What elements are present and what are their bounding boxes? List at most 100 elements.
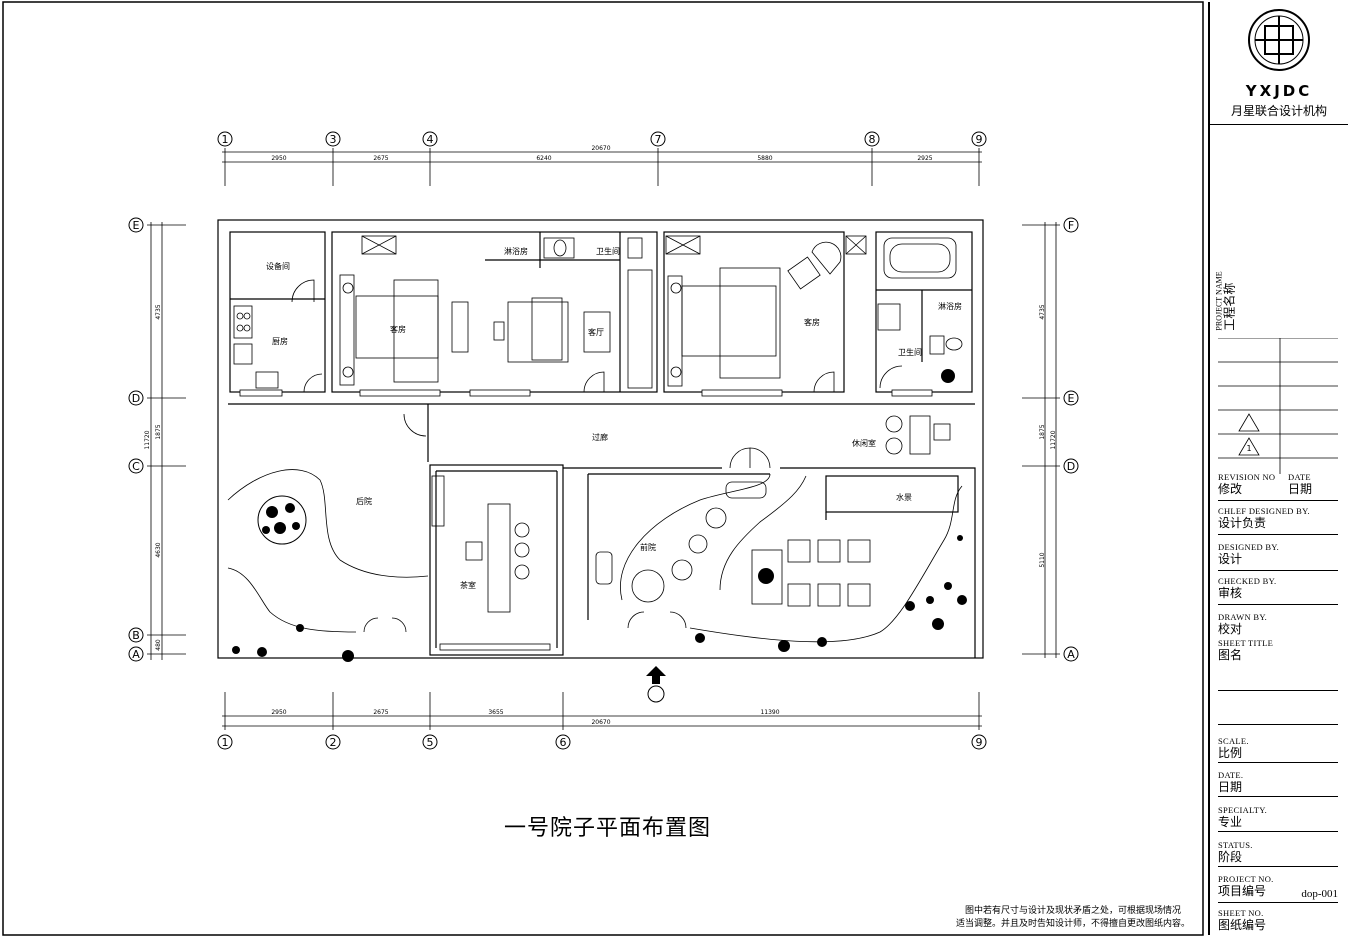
axis-label: F [1068,219,1074,232]
top-dimension-line [222,148,982,186]
designed-en: DESIGNED BY. [1218,542,1280,552]
bottom-dimension-line [222,692,982,730]
room-label: 茶室 [460,580,476,590]
right-dimensions: 4735 1875 5110 11720 [1039,304,1057,567]
date2-en: DATE. [1218,770,1244,780]
specialty-en: SPECIALTY. [1218,805,1268,815]
dimension-text: 20670 [591,145,610,152]
doors [291,279,903,633]
dimension-text: 2675 [373,155,388,162]
axis-label: 3 [330,133,337,146]
axis-label: 8 [869,133,876,146]
top-axis-bubbles: 1 3 4 7 8 9 [217,131,987,147]
axis-label: 1 [222,133,229,146]
room-label: 卫生间 [898,347,922,357]
checked-en: CHECKED BY. [1218,576,1277,586]
left-dimensions: 4735 1875 4630 480 11720 [144,304,162,651]
room-label: 淋浴房 [504,246,528,256]
sheet-no-en: SHEET NO. [1218,908,1264,918]
project-no-en: PROJECT NO. [1218,874,1274,884]
walls [217,219,984,659]
dimension-text: 6240 [536,155,551,162]
vegetation [232,369,967,662]
sheet-title-zh: 图名 [1218,648,1243,662]
sheet-no-zh: 图纸编号 [1218,918,1267,932]
drawing-title: 一号院子平面布置图 [504,816,712,841]
room-label: 卫生间 [596,246,620,256]
axis-label: 7 [655,133,662,146]
dimension-text: 11720 [1050,430,1057,449]
designed-zh: 设计 [1218,552,1243,566]
status-zh: 阶段 [1218,850,1243,864]
checked-field: CHECKED BY. 审核 [1218,576,1338,605]
status-field: STATUS. 阶段 [1218,840,1338,867]
room-label: 淋浴房 [938,301,962,311]
project-name-zh: 工程名称 [1222,282,1237,331]
right-axis-bubbles: F E D A [1063,217,1079,662]
scale-en: SCALE. [1218,736,1249,746]
checked-zh: 审核 [1218,586,1243,600]
project-name-field: PROJECT NAME 工程名称 [1215,270,1246,338]
specialty-zh: 专业 [1218,815,1243,829]
sheet-no-field: SHEET NO. 图纸编号 [1218,908,1338,932]
left-axis-bubbles: E D C B A [128,217,144,662]
drawn-en: DRAWN BY. [1218,612,1268,622]
left-dimension-line [147,222,186,660]
drawing-note: 图中若有尺寸与设计及现状矛盾之处，可根据现场情况 适当调整。并且及时告知设计师，… [948,905,1198,931]
room-label: 设备间 [266,261,290,271]
room-label: 水景 [896,492,912,502]
date2-zh: 日期 [1218,780,1243,794]
dimension-text: 480 [155,639,162,651]
note-line: 图中若有尺寸与设计及现状矛盾之处，可根据现场情况 [964,906,1181,916]
furniture [227,235,963,643]
room-label: 过廊 [592,432,608,442]
dimension-text: 2925 [917,155,932,162]
project-no-zh: 项目编号 [1218,884,1267,898]
dimension-text: 4630 [155,542,162,557]
bottom-axis-bubbles: 1 2 5 6 9 [217,734,987,750]
axis-label: 9 [976,736,983,749]
axis-label: 5 [427,736,434,749]
date-en: DATE [1288,472,1311,482]
right-dimension-line [1022,222,1060,658]
axis-label: D [1067,460,1075,473]
revision-en: REVISION NO [1218,472,1276,482]
dimension-text: 20670 [591,719,610,726]
dimension-text: 2950 [271,155,286,162]
title-block: YXJDC 月星联合设计机构 PROJECT NAME 工程名称 1 REVIS… [1208,2,1348,935]
revision-field: REVISION NO 修改 DATE 日期 [1218,472,1338,501]
revision-zh: 修改 [1218,482,1243,496]
axis-label: 1 [222,736,229,749]
date-zh: 日期 [1288,482,1313,496]
scale-zh: 比例 [1218,746,1243,760]
project-no-value: dop-001 [1301,888,1338,900]
dimension-text: 1875 [155,424,162,439]
dimension-text: 1875 [1039,424,1046,439]
axis-label: 2 [330,736,337,749]
axis-label: D [132,392,140,405]
room-labels: 设备间 厨房 客房 淋浴房 卫生间 客厅 客房 淋浴房 卫生间 过廊 休闲室 后… [266,246,962,590]
status-en: STATUS. [1218,840,1253,850]
room-label: 后院 [356,496,372,506]
chief-en: CHLEF DESIGNED BY. [1218,506,1310,516]
date2-field: DATE. 日期 [1218,770,1338,797]
designer-field: DESIGNED BY. 设计 [1218,542,1338,571]
drawn-zh: 校对 [1218,622,1243,636]
floor-plan: 1 3 4 7 8 9 20670 2950 2675 6240 5880 29… [2,1,1204,936]
specialty-field: SPECIALTY. 专业 [1218,805,1338,832]
bottom-dimensions: 2950 2675 3655 11390 20670 [271,709,779,726]
dimension-text: 2675 [373,709,388,716]
dimension-text: 2950 [271,709,286,716]
dimension-text: 4735 [1039,304,1046,319]
dimension-text: 5110 [1039,552,1046,567]
revision-mark: 1 [1246,444,1251,453]
axis-label: A [132,648,140,661]
revision-grid: 1 [1218,338,1338,474]
room-label: 厨房 [272,336,288,346]
axis-label: 4 [427,133,434,146]
dimension-text: 4735 [155,304,162,319]
axis-label: A [1067,648,1075,661]
chief-designer-field: CHLEF DESIGNED BY. 设计负责 [1218,506,1338,535]
axis-label: E [1068,392,1075,405]
dimension-text: 11390 [760,709,779,716]
